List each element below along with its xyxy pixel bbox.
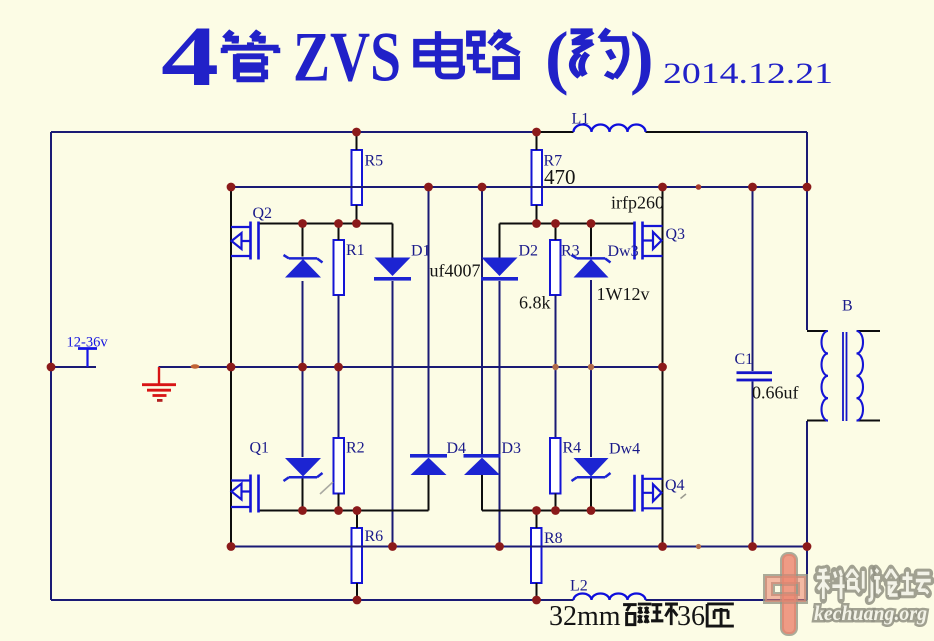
svg-text:Dw4: Dw4 (609, 441, 640, 458)
svg-text:D1: D1 (411, 243, 431, 260)
svg-text:D4: D4 (447, 440, 467, 457)
svg-text:1W12v: 1W12v (597, 284, 650, 304)
svg-text:L1: L1 (572, 111, 590, 128)
svg-text:36: 36 (677, 601, 705, 632)
svg-text:6.8k: 6.8k (519, 293, 551, 313)
svg-text:R2: R2 (346, 440, 365, 457)
svg-text:Q2: Q2 (253, 205, 273, 222)
svg-text:kechuang.org: kechuang.org (814, 601, 927, 625)
svg-text:32mm: 32mm (549, 601, 621, 632)
svg-text:C1: C1 (735, 351, 754, 368)
svg-text:R1: R1 (346, 242, 365, 259)
svg-text:D3: D3 (502, 440, 522, 457)
svg-text:B: B (842, 298, 853, 315)
svg-text:L2: L2 (570, 578, 588, 595)
svg-text:uf4007: uf4007 (430, 261, 481, 281)
svg-text:Q1: Q1 (250, 440, 270, 457)
svg-text:(: ( (545, 19, 569, 97)
svg-text:Q3: Q3 (666, 226, 686, 243)
svg-text:2014.12.21: 2014.12.21 (663, 57, 833, 90)
svg-text:D2: D2 (519, 243, 539, 260)
svg-text:R4: R4 (563, 440, 582, 457)
svg-text:Dw3: Dw3 (608, 243, 639, 260)
svg-text:): ) (630, 19, 654, 97)
svg-text:R8: R8 (544, 530, 563, 547)
svg-text:R3: R3 (561, 243, 580, 260)
svg-text:R7: R7 (544, 153, 563, 170)
svg-text:0.66uf: 0.66uf (752, 383, 799, 403)
svg-text:Q4: Q4 (665, 477, 685, 494)
svg-text:4: 4 (161, 8, 219, 104)
svg-text:ZVS: ZVS (293, 19, 401, 97)
svg-text:R5: R5 (365, 153, 384, 170)
svg-text:R6: R6 (365, 528, 384, 545)
svg-text:470: 470 (544, 165, 576, 189)
svg-text:12-36v: 12-36v (67, 335, 109, 351)
svg-text:irfp260: irfp260 (611, 193, 664, 213)
